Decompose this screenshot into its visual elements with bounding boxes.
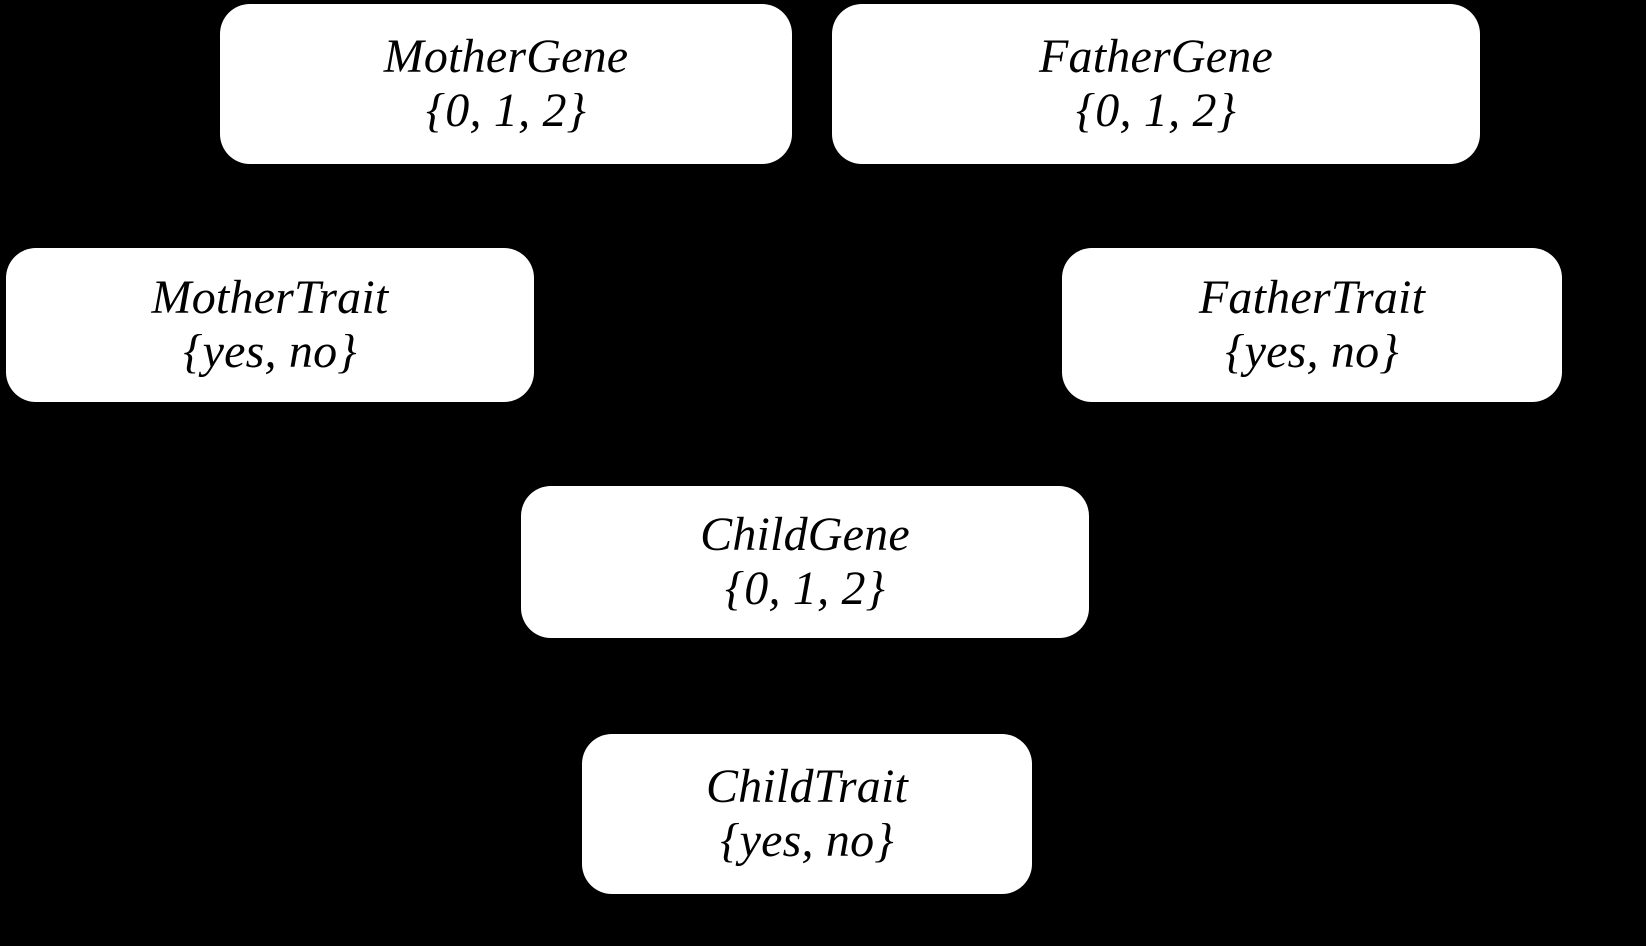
node-mother-trait-label: MotherTrait xyxy=(151,271,389,325)
node-child-gene[interactable]: ChildGene {0, 1, 2} xyxy=(521,486,1089,638)
node-child-trait[interactable]: ChildTrait {yes, no} xyxy=(582,734,1032,894)
node-mother-trait[interactable]: MotherTrait {yes, no} xyxy=(6,248,534,402)
node-father-gene-domain: {0, 1, 2} xyxy=(1075,84,1237,137)
node-child-gene-label: ChildGene xyxy=(700,508,910,562)
node-mother-gene-label: MotherGene xyxy=(383,30,629,84)
node-child-gene-domain: {0, 1, 2} xyxy=(724,562,886,615)
node-father-trait-domain: {yes, no} xyxy=(1225,325,1399,378)
node-mother-gene[interactable]: MotherGene {0, 1, 2} xyxy=(220,4,792,164)
node-child-trait-domain: {yes, no} xyxy=(720,814,894,867)
node-child-trait-label: ChildTrait xyxy=(705,760,909,814)
node-father-gene-label: FatherGene xyxy=(1039,30,1273,84)
node-father-trait[interactable]: FatherTrait {yes, no} xyxy=(1062,248,1562,402)
node-father-trait-label: FatherTrait xyxy=(1198,271,1426,325)
node-father-gene[interactable]: FatherGene {0, 1, 2} xyxy=(832,4,1480,164)
node-mother-gene-domain: {0, 1, 2} xyxy=(425,84,587,137)
node-mother-trait-domain: {yes, no} xyxy=(183,325,357,378)
